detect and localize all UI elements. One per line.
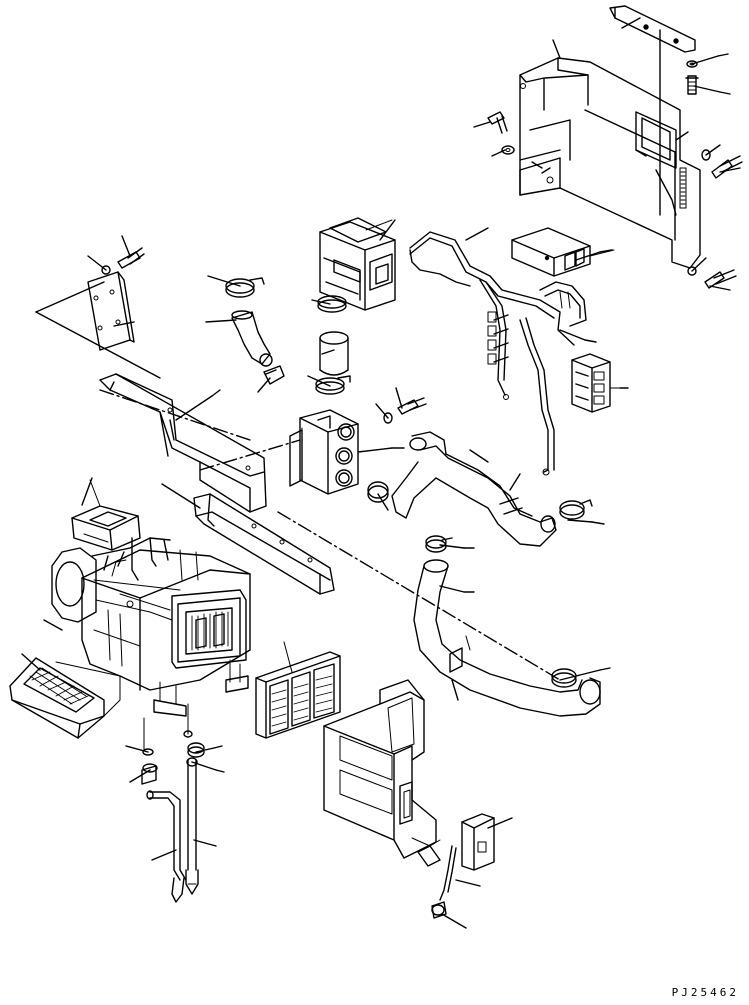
sensor-wire bbox=[431, 845, 457, 919]
hose-clamp-top bbox=[225, 277, 265, 298]
upper-bracket bbox=[99, 373, 267, 513]
leader-lines-mid-right bbox=[379, 219, 601, 701]
reference-code: PJ25462 bbox=[671, 986, 739, 999]
side-plate-bolt bbox=[101, 247, 145, 275]
leader-lines-centre bbox=[205, 275, 403, 511]
hose-clamp-lower bbox=[315, 375, 351, 395]
heater-unit bbox=[51, 537, 251, 717]
water-valve bbox=[299, 409, 359, 495]
drain-fittings bbox=[141, 703, 205, 903]
leader-lines-top-right bbox=[473, 17, 741, 291]
lower-bracket bbox=[193, 493, 335, 595]
relay-box bbox=[511, 227, 615, 277]
leader-lines-left bbox=[87, 235, 213, 509]
side-plate bbox=[87, 271, 135, 351]
connector-block bbox=[571, 353, 621, 413]
valve-mount-plate bbox=[289, 429, 303, 487]
hose-clamp-small bbox=[367, 481, 389, 503]
hose-elbow bbox=[231, 310, 273, 367]
top-rail-bracket bbox=[609, 5, 696, 216]
bolt-group-right bbox=[487, 60, 743, 289]
relay-small bbox=[461, 813, 495, 871]
callout-stubs bbox=[211, 53, 731, 773]
leader-lines-lower-left bbox=[21, 477, 217, 861]
cover-panel bbox=[519, 57, 701, 269]
duct-housing bbox=[323, 679, 441, 867]
hose-straight bbox=[319, 331, 349, 376]
air-filter-left bbox=[9, 657, 121, 739]
hose-clamp-mid bbox=[317, 295, 347, 313]
duct-cover bbox=[71, 479, 141, 551]
hose-clamp-centre bbox=[425, 535, 453, 553]
leader-lines-lower-centre bbox=[441, 817, 513, 929]
heater-hose-lower bbox=[413, 559, 601, 717]
hose-clamp-right bbox=[559, 499, 593, 520]
alignment-lines bbox=[35, 281, 561, 681]
controller-box bbox=[319, 217, 396, 311]
heater-hose-upper bbox=[391, 431, 557, 547]
valve-bolt bbox=[383, 397, 427, 424]
wiring-harness bbox=[409, 231, 587, 476]
air-filter-centre bbox=[255, 641, 341, 739]
